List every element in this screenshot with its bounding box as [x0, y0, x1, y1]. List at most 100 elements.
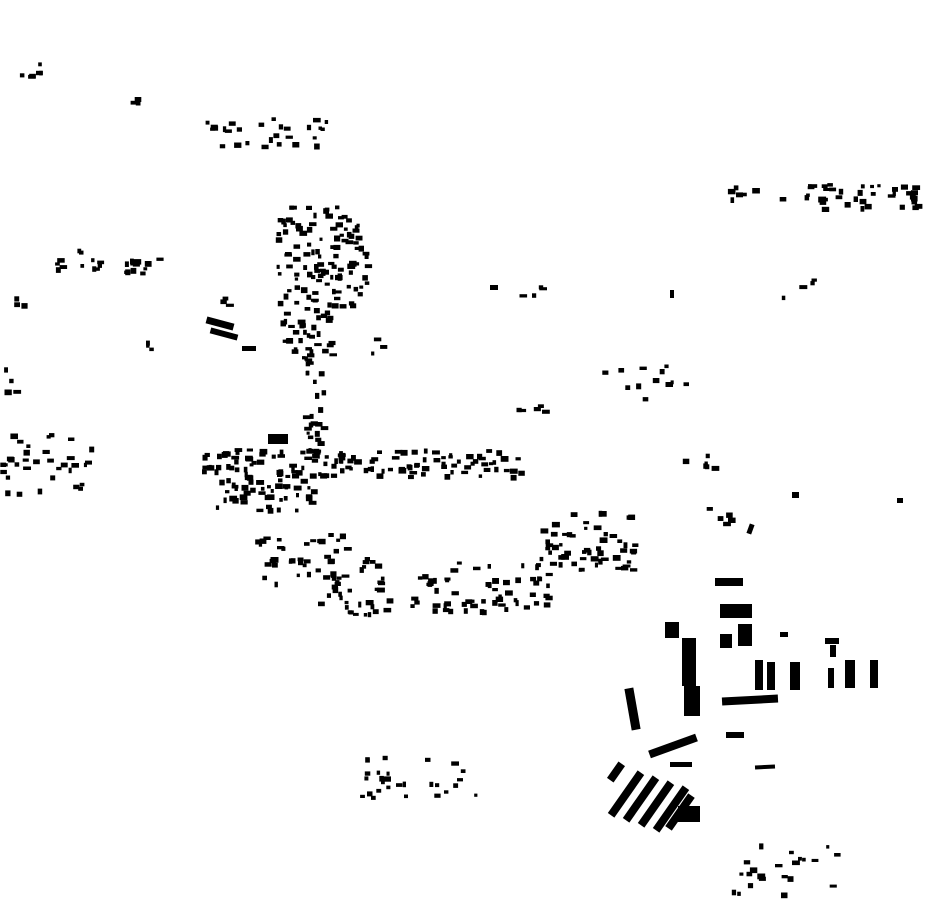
building	[804, 195, 810, 201]
building	[798, 856, 802, 861]
building	[364, 776, 369, 781]
building	[318, 472, 322, 477]
building	[457, 778, 463, 782]
building	[89, 446, 95, 453]
building	[515, 600, 519, 607]
large-building	[268, 434, 288, 444]
building	[262, 575, 267, 581]
large-building	[721, 694, 779, 706]
building	[411, 596, 419, 601]
building	[222, 451, 229, 457]
building	[731, 889, 737, 896]
building	[736, 192, 743, 198]
building	[0, 469, 7, 475]
building	[494, 466, 499, 473]
building	[386, 785, 391, 790]
building	[338, 591, 342, 597]
building	[498, 594, 502, 600]
building	[219, 144, 226, 149]
building	[244, 471, 248, 478]
building	[354, 246, 363, 250]
large-building	[720, 604, 752, 618]
building	[829, 884, 837, 888]
large-building	[754, 764, 776, 770]
large-building	[670, 762, 692, 767]
building	[146, 342, 150, 348]
building	[309, 222, 317, 227]
building	[320, 127, 325, 131]
building	[307, 361, 314, 365]
building-footprints	[0, 62, 923, 899]
building	[562, 532, 570, 536]
building	[363, 613, 368, 617]
building	[345, 240, 354, 245]
building	[4, 389, 12, 396]
building	[307, 271, 313, 278]
building	[335, 222, 343, 228]
building	[315, 422, 323, 427]
large-building	[670, 290, 674, 298]
building	[206, 465, 215, 471]
building	[299, 322, 305, 329]
building	[243, 466, 248, 473]
building	[323, 473, 330, 479]
building	[318, 601, 325, 607]
building	[325, 213, 333, 219]
building	[445, 578, 450, 583]
building	[234, 467, 240, 473]
building	[223, 497, 227, 504]
building	[292, 473, 300, 479]
building	[451, 591, 459, 596]
building	[739, 872, 744, 876]
building	[214, 469, 219, 476]
building	[305, 370, 310, 376]
building	[558, 555, 565, 560]
building	[261, 144, 269, 150]
building	[912, 185, 921, 190]
building	[219, 479, 225, 486]
building	[594, 562, 598, 568]
building	[68, 437, 75, 441]
building	[354, 459, 362, 465]
building	[450, 470, 454, 475]
building	[441, 456, 446, 460]
building	[5, 475, 11, 480]
building	[309, 349, 314, 354]
building	[705, 453, 710, 459]
building	[590, 556, 599, 562]
building	[293, 347, 298, 352]
building	[386, 598, 394, 604]
building	[309, 413, 314, 419]
building	[288, 560, 293, 564]
building	[296, 573, 300, 578]
building	[609, 534, 618, 538]
building	[42, 449, 50, 454]
building	[302, 356, 306, 360]
building	[487, 582, 492, 589]
building	[202, 465, 211, 470]
building	[134, 97, 142, 102]
building	[376, 788, 382, 793]
building	[144, 261, 152, 267]
building	[376, 473, 384, 479]
building	[217, 453, 222, 460]
large-building	[792, 492, 799, 498]
building	[382, 755, 388, 761]
building	[515, 457, 521, 461]
large-building	[490, 285, 498, 290]
building	[383, 776, 391, 782]
building	[860, 206, 865, 212]
building	[864, 203, 872, 210]
building	[364, 254, 369, 259]
building	[324, 120, 329, 124]
building	[900, 184, 908, 190]
building	[351, 455, 356, 461]
building	[220, 299, 227, 305]
building	[387, 467, 393, 472]
building	[331, 303, 339, 309]
building	[331, 584, 338, 590]
building	[516, 407, 522, 413]
building	[143, 267, 148, 271]
building	[303, 252, 311, 257]
building	[357, 292, 363, 297]
